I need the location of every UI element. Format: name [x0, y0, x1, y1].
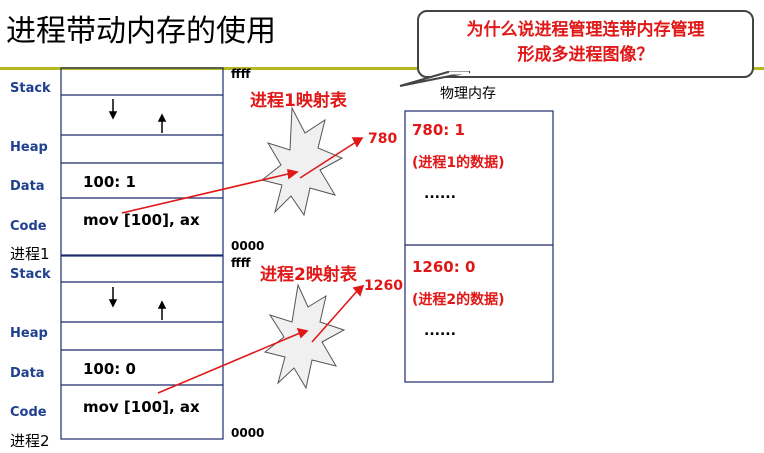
process2-top-addr: ffff [231, 256, 251, 270]
process1-label: 进程1 [10, 245, 50, 263]
callout-line-2: 形成多进程图像？ [517, 45, 654, 65]
callout-text: 为什么说进程管理连带内存管理 形成多进程图像？ [417, 18, 754, 68]
process1-growth-arrows [108, 99, 167, 133]
process2-data-value: 100: 0 [83, 360, 136, 378]
phys-block2-ellipsis: ...... [424, 323, 456, 339]
callout-bubble [417, 10, 754, 78]
process1-bottom-addr: 0000 [231, 239, 265, 253]
process1-heap-label: Heap [10, 140, 48, 155]
process1-data-value: 100: 1 [83, 173, 136, 191]
phys-block1-ellipsis: ...... [424, 186, 456, 202]
phys-block1-note: (进程1的数据) [412, 155, 505, 171]
process2-bottom-addr: 0000 [231, 426, 265, 440]
process1-code-label: Code [10, 219, 47, 234]
process2-code-value: mov [100], ax [83, 398, 200, 416]
process1-code-value: mov [100], ax [83, 211, 200, 229]
process2-memory-column [60, 255, 224, 440]
phys-block2-value: 1260: 0 [412, 258, 476, 276]
process1-stack-label: Stack [10, 81, 51, 96]
physical-memory-title: 物理内存 [440, 86, 496, 102]
phys-block1-value: 780: 1 [412, 121, 465, 139]
process2-map-title: 进程2映射表 [260, 265, 357, 285]
process1-mapping-arrow [121, 137, 364, 214]
phys-block2-note: (进程2的数据) [412, 292, 505, 308]
callout-line-1: 为什么说进程管理连带内存管理 [466, 20, 705, 40]
process2-mapped-addr: 1260 [364, 278, 403, 294]
title-rule [0, 67, 764, 70]
page-title: 进程带动内存的使用 [6, 14, 276, 49]
process1-top-addr: ffff [231, 67, 251, 81]
process2-mapping-arrow [157, 284, 365, 394]
process2-map-burst [263, 283, 346, 390]
process1-map-title: 进程1映射表 [250, 91, 347, 111]
process2-stack-label: Stack [10, 267, 51, 282]
process2-data-label: Data [10, 366, 45, 381]
process1-data-label: Data [10, 179, 45, 194]
process2-code-label: Code [10, 405, 47, 420]
physical-memory-box [404, 110, 554, 383]
process2-growth-arrows [108, 287, 167, 320]
process2-heap-label: Heap [10, 326, 48, 341]
process1-map-burst [260, 106, 344, 217]
process1-memory-column [60, 67, 224, 256]
process1-mapped-addr: 780 [368, 131, 398, 147]
process2-label: 进程2 [10, 432, 50, 450]
